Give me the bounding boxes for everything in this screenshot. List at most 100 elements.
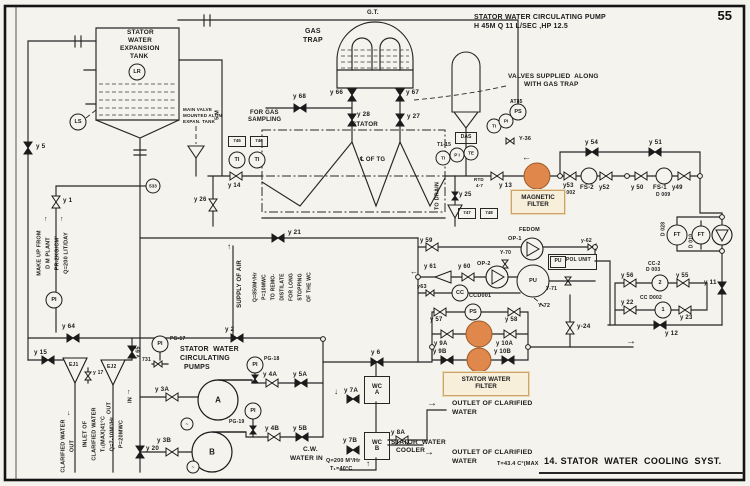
v-y50: y 50 [631, 185, 644, 191]
inlet-3: T₁(MAX)41°C [100, 415, 107, 453]
valve-y7b [346, 445, 360, 455]
inst-ti-1-tag: TI [235, 157, 240, 163]
valve-y54 [585, 147, 599, 157]
valve-y23 [678, 305, 692, 315]
main-valve-note-1: MAIN VALVE [183, 107, 213, 112]
v-y4b: y 4B [265, 425, 280, 432]
sight-glass-fs2 [580, 167, 598, 185]
inst-cc-2 [651, 274, 669, 292]
tag-op2: OP-2 [477, 261, 491, 267]
v-y59: y 59 [420, 238, 433, 244]
tag-t1-15: T1-15 [437, 142, 452, 148]
arrow-out-dn: ↓ [67, 410, 71, 417]
valve-y63 [425, 289, 435, 297]
outlet2-2: WATER [452, 458, 478, 465]
arrow-makeup-b: ↑ [60, 216, 64, 223]
v-y58: y 58 [505, 317, 518, 323]
main-valve-note-3: EXPAN. TANK [183, 119, 216, 124]
inst-ft1 [666, 224, 688, 246]
makeup-2: D M PLANT [45, 237, 52, 269]
tag-fs2: FS-2 [580, 185, 594, 191]
inst-lr-tag: LR [133, 69, 140, 75]
v-y22: y 22 [621, 300, 634, 306]
tag-rtd-2: 4-7 [476, 183, 484, 188]
motor-b [186, 460, 200, 474]
pipe-node-7 [719, 248, 725, 254]
inst-ft2-tag: FT [698, 232, 705, 238]
v-y8a: y 8A [391, 429, 406, 436]
tank-name-1: STATOR [127, 29, 154, 36]
valve-y70 [501, 259, 509, 269]
v-y57: y 57 [430, 317, 443, 323]
pipe-node-9 [592, 244, 598, 250]
valve-y12 [653, 320, 667, 330]
inst-ti-1 [228, 151, 246, 169]
gas-trap-name-1: GAS [305, 28, 321, 35]
drawing-caption: 14. STATOR WATER COOLING SYST. [544, 456, 722, 466]
v-y5: y 5 [36, 143, 46, 150]
valve-y59 [425, 242, 439, 252]
valve-y8a [395, 435, 409, 445]
v-y12: y 12 [665, 330, 679, 337]
v-y5b: y 5B [293, 425, 308, 432]
valve-y71 [564, 276, 572, 286]
stator-filter-1 [465, 320, 493, 348]
valve-y28 [347, 113, 357, 127]
clarified-out-1: CLARIFIED WATER [60, 419, 67, 473]
sheet-number: 55 [717, 8, 732, 23]
arrow-cooler-dn: ↓ [334, 387, 339, 396]
valve-y52 [599, 171, 613, 181]
air-spec-5: FOR LONG [288, 273, 295, 301]
valve-y56 [623, 278, 637, 288]
out-tag: OUT [106, 401, 113, 415]
valve-y64 [66, 333, 80, 343]
v-y10a: y 10A [496, 341, 514, 347]
inst-pi-6-tag: PI [504, 119, 508, 124]
valve-y26 [208, 198, 218, 212]
inst-pi-makeup [45, 291, 63, 309]
valve-y60 [461, 272, 475, 282]
v-y20: y 20 [146, 445, 160, 452]
valve-y65 [127, 345, 137, 359]
gas-trap-name-2: TRAP [303, 37, 323, 44]
v-y66: y 66 [330, 89, 344, 96]
valve-y4b [267, 432, 281, 442]
inst-pi-pg19 [244, 402, 262, 420]
inst-533-tag: 533 [149, 184, 157, 189]
tag-748-box: 748 [480, 208, 498, 219]
motor-a [180, 417, 194, 431]
valve-y53 [563, 171, 577, 181]
v-y51: y 51 [649, 139, 663, 146]
valve-y9b [440, 355, 454, 365]
tag-at85: AT85 [510, 99, 523, 105]
air-spec-3: TO REMO- [270, 273, 277, 301]
valve-y5b [295, 432, 309, 442]
cw-spec-1: Q=200 M³/Hr [326, 458, 361, 464]
air-spec-4: DISTILATE [279, 273, 286, 301]
v-y68: y 68 [293, 93, 307, 100]
v-y28: y 28 [357, 111, 371, 118]
v-y10b: y 10B [494, 349, 512, 355]
makeup-4: Q=200 LIT/DAY [63, 232, 70, 274]
valve-y5a [294, 378, 308, 388]
tag-cc2-1: CC-2 [648, 261, 661, 267]
inst-pu [516, 264, 550, 298]
v-y26: y 26 [194, 197, 207, 203]
arrow-in-up: ↑ [127, 389, 131, 396]
cooler-name-2: COOLER [396, 447, 426, 454]
inst-533 [145, 178, 161, 194]
main-valve-note-2: MOUNTED ALON [183, 113, 222, 118]
inst-cc [451, 284, 469, 302]
valve-y68 [293, 103, 307, 113]
cl-of-tg: ℄ OF TG [360, 157, 386, 163]
inst-ti-3-tag: TI [441, 156, 445, 161]
arrow-outlet1: → [427, 398, 438, 409]
tag-ej2: EJ2 [107, 364, 117, 370]
valve-y6 [370, 357, 384, 367]
tag-rtd-1: RTD [474, 177, 484, 182]
v-y63: y63 [417, 284, 427, 290]
tag-d009: D 009 [656, 192, 671, 198]
